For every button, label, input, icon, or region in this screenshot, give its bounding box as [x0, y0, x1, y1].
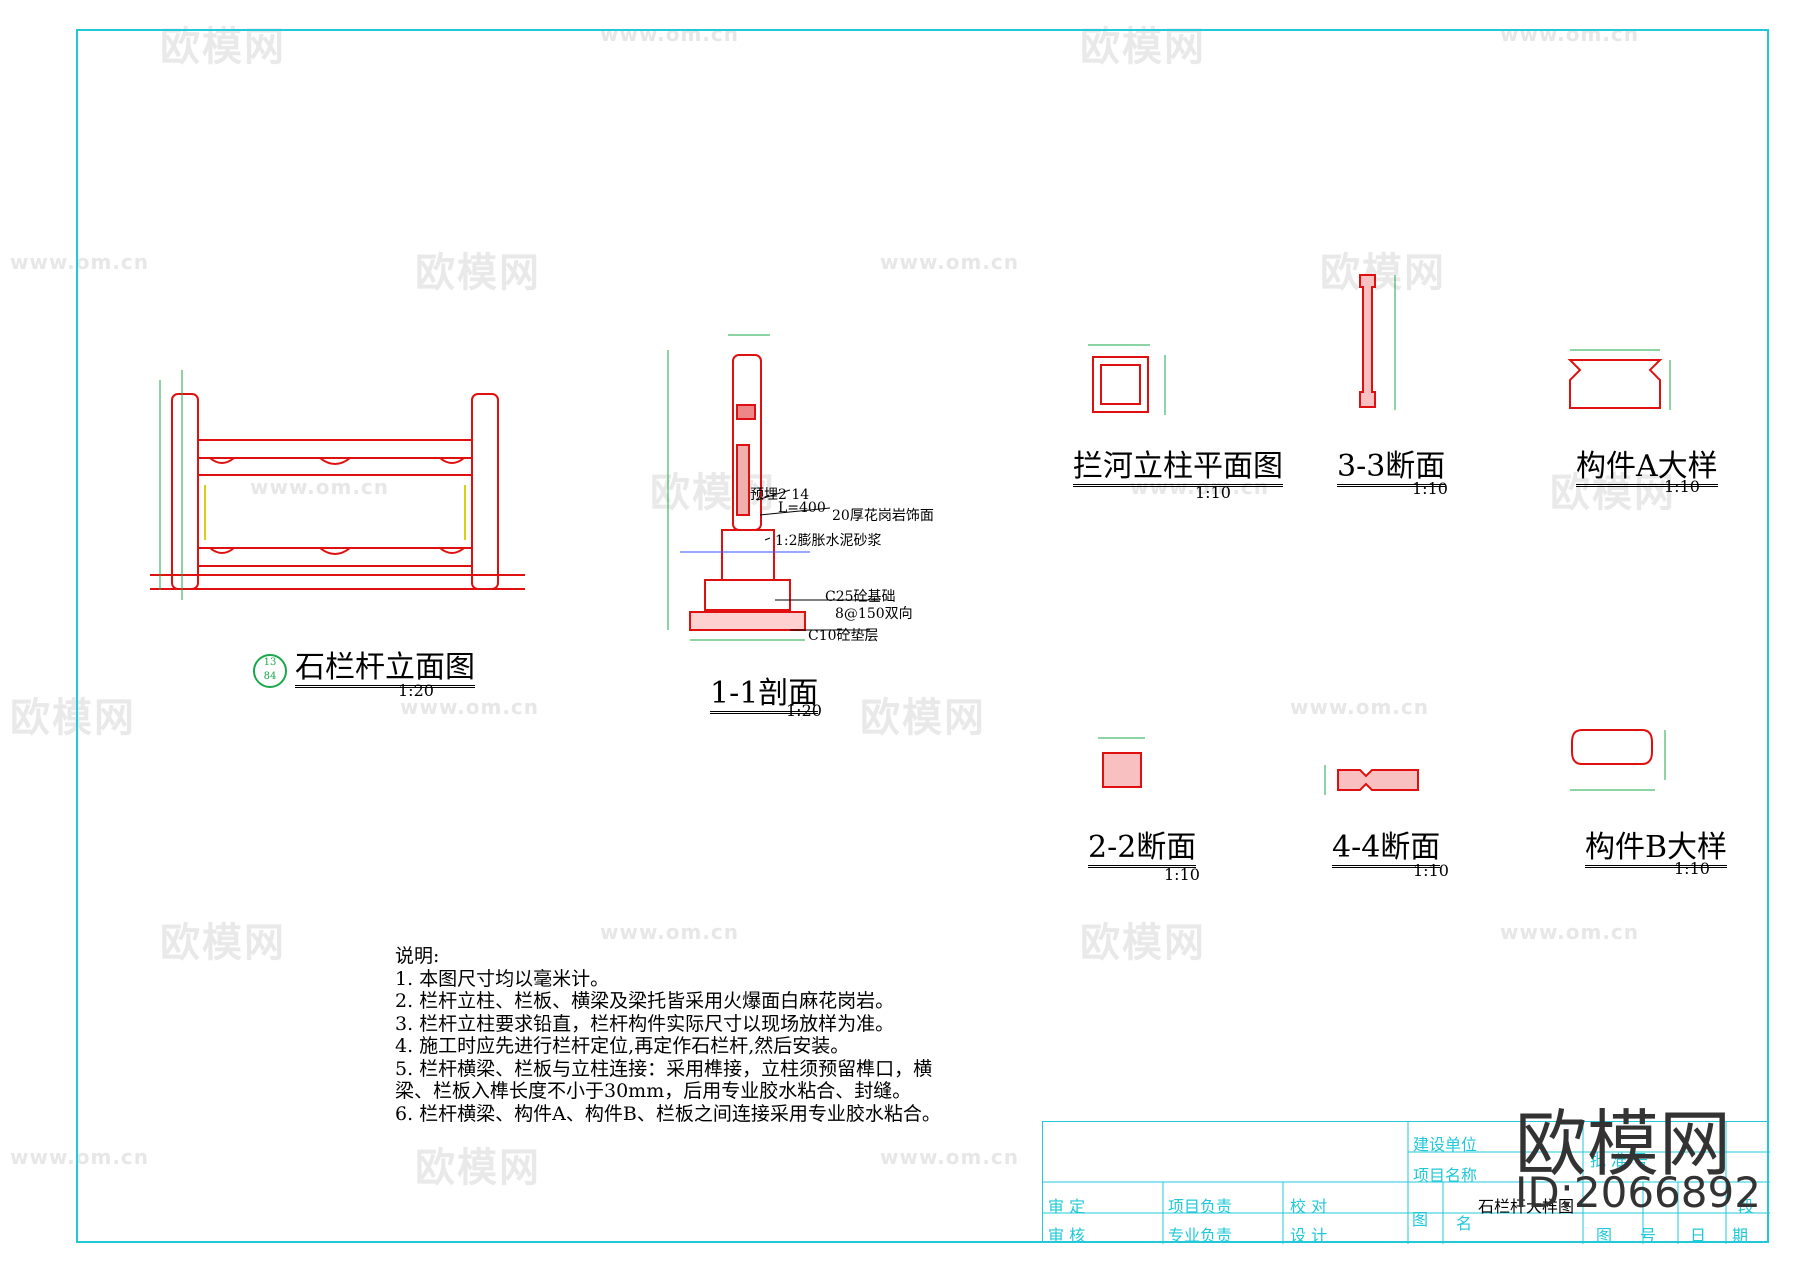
section-3-3-scale: 1:10: [1412, 479, 1448, 498]
elevation-title: 石栏杆立面图: [295, 642, 475, 688]
section-3-3-drawing: [1359, 274, 1376, 408]
section-2-2-scale: 1:10: [1164, 865, 1200, 884]
tb-specialty-lead: 专业负责: [1168, 1226, 1233, 1245]
detail-index-bottom: 84: [263, 671, 277, 682]
note-item: 6. 栏杆横梁、构件A、构件B、栏板之间连接采用专业胶水粘合。: [395, 1102, 941, 1125]
tb-date: 日: [1690, 1226, 1707, 1245]
tb-project-lead: 项目负责: [1168, 1197, 1233, 1216]
title-block: [1042, 1121, 1770, 1244]
column-plan-scale: 1:10: [1195, 483, 1231, 502]
column-plan-drawing: [1092, 356, 1149, 413]
part-a-title: 构件A大样: [1576, 441, 1718, 487]
annot-mortar: 1:2膨胀水泥砂浆: [775, 533, 882, 549]
annot-rebar: 8@150双向: [835, 606, 913, 622]
tb-project-name: 项目名称: [1413, 1166, 1478, 1185]
section-3-3-title: 3-3断面: [1337, 441, 1446, 487]
tb-number: 号: [1640, 1226, 1657, 1245]
section-1-1-drawing: [689, 354, 806, 631]
part-b-scale: 1:10: [1674, 859, 1710, 878]
note-item: 2. 栏杆立柱、栏板、横梁及梁托皆采用火爆面白麻花岗岩。: [395, 990, 895, 1012]
detail-index-tag: 13 84: [253, 654, 287, 688]
tb-name-label: 名: [1456, 1214, 1473, 1233]
section-2-2-drawing: [1102, 752, 1142, 788]
section-4-4-scale: 1:10: [1413, 861, 1449, 880]
tb-review: 审 核: [1048, 1226, 1086, 1245]
section-1-1-title: 1-1剖面: [710, 668, 819, 714]
tb-design: 设 计: [1290, 1226, 1328, 1245]
part-b-drawing: [1571, 729, 1653, 765]
annot-length: L=400: [778, 500, 826, 516]
part-a-drawing: [1567, 359, 1663, 409]
part-a-scale: 1:10: [1664, 477, 1700, 496]
section-1-1-scale: 1:20: [786, 701, 822, 720]
tb-build-unit: 建设单位: [1413, 1135, 1478, 1154]
annot-cushion: C10砼垫层: [808, 628, 879, 644]
elevation-drawing: [150, 393, 525, 590]
section-4-4-drawing: [1337, 769, 1419, 791]
big-watermark-id: ID:2066892: [1515, 1168, 1761, 1217]
note-item: 3. 栏杆立柱要求铅直，栏杆构件实际尺寸以现场放样为准。: [395, 1012, 895, 1035]
annot-foundation: C25砼基础: [825, 589, 896, 605]
drawing-frame: [76, 29, 1769, 1243]
tb-stage: 段: [1738, 1197, 1755, 1216]
title-block-grid: [1043, 1122, 1770, 1244]
detail-index-top: 13: [263, 657, 277, 668]
notes-heading: 说明:: [395, 945, 440, 967]
annot-embed: 预埋2 14: [750, 487, 810, 503]
design-notes: 说明: 1. 本图尺寸均以毫米计。 2. 栏杆立柱、栏板、横梁及梁托皆采用火爆面…: [395, 945, 1025, 1125]
elevation-scale: 1:20: [398, 681, 434, 700]
note-item: 1. 本图尺寸均以毫米计。: [395, 967, 610, 990]
section-4-4-title: 4-4断面: [1332, 822, 1441, 868]
note-item: 梁、栏板入榫长度不小于30mm，后用专业胶水粘合、封缝。: [395, 1080, 912, 1102]
tb-drawing-label: 图: [1412, 1210, 1429, 1229]
section-2-2-title: 2-2断面: [1088, 822, 1197, 868]
big-watermark-logo: 欧模网: [1515, 1102, 1732, 1186]
tb-check: 校 对: [1290, 1197, 1328, 1216]
part-b-title: 构件B大样: [1585, 822, 1728, 868]
tb-drawing-no: 图: [1596, 1226, 1613, 1245]
column-plan-title: 拦河立柱平面图: [1073, 441, 1283, 487]
note-item: 4. 施工时应先进行栏杆定位,再定作石栏杆,然后安装。: [395, 1035, 850, 1057]
tb-approve: 审 定: [1048, 1197, 1086, 1216]
tb-batch: 批 准 号: [1590, 1151, 1649, 1170]
tb-period: 期: [1732, 1226, 1749, 1245]
annot-granite: 20厚花岗岩饰面: [832, 508, 934, 524]
note-item: 5. 栏杆横梁、栏板与立柱连接：采用榫接，立柱须预留榫口，横: [395, 1057, 933, 1080]
tb-drawing-name: 石栏杆大样图: [1478, 1197, 1575, 1216]
